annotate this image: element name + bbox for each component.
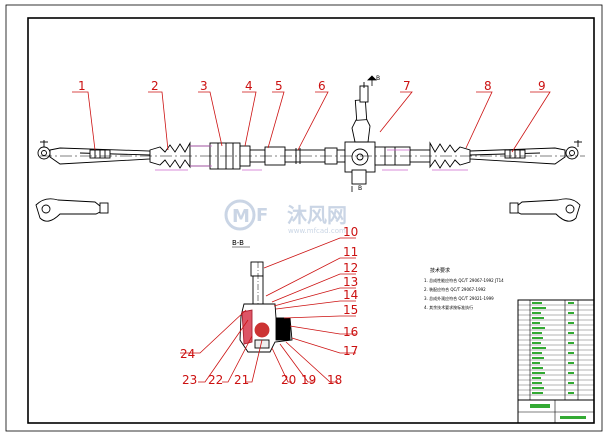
callout-24: 24 [180,347,195,361]
callout-22: 22 [208,373,223,387]
callout-20: 20 [281,373,296,387]
drawing-frame [27,17,595,424]
technical-notes: 技术要求 1. 总成性能应符合 QC/T 29067-1992 JT14 2. … [424,267,504,310]
callout-10: 10 [343,225,358,239]
parts-list-table [517,299,595,424]
steering-rack-assembly [37,82,585,185]
boot-highlights [155,145,468,171]
callout-19: 19 [301,373,316,387]
callout-21: 21 [234,373,249,387]
watermark-url: www.mfcad.com [288,227,346,235]
callout-16: 16 [343,325,358,339]
section-label: B-B [232,239,244,247]
parts-list-entries [530,302,586,419]
note-4: 4. 其余技术要求按标准执行 [424,304,473,310]
arrow-label-bottom: B [358,185,362,192]
callout-23: 23 [182,373,197,387]
right-tie-rod-end-view [509,198,581,222]
note-2: 2. 装配应符合 QC/T 29067-1992 [424,286,486,292]
note-3: 3. 总成外观应符合 QC/T 29021-1999 [424,295,494,301]
svg-text:F: F [256,205,268,226]
notes-heading: 技术要求 [430,267,450,274]
callout-14: 14 [343,288,358,302]
callout-7: 7 [403,79,411,93]
callout-3: 3 [200,79,208,93]
outer-border [5,4,603,432]
callout-9: 9 [538,79,546,93]
callout-5: 5 [275,79,283,93]
callout-6: 6 [318,79,326,93]
callouts-section: 10 11 12 13 14 15 16 17 18 19 20 21 22 2… [180,225,358,387]
note-1: 1. 总成性能应符合 QC/T 29067-1992 JT14 [424,277,504,283]
leader-lines [72,91,551,383]
callout-2: 2 [151,79,159,93]
left-tie-rod-end-view [35,198,109,222]
callout-13: 13 [343,275,358,289]
watermark-cn: 沐风网 [287,203,347,227]
callout-1: 1 [78,79,86,93]
callouts-top: 1 2 3 4 5 6 7 8 9 [78,79,546,93]
callout-15: 15 [343,303,358,317]
callout-12: 12 [343,261,358,275]
callout-17: 17 [343,344,358,358]
section-arrow-marks [351,75,377,192]
callout-4: 4 [245,79,253,93]
parts-list-rows [518,304,594,396]
arrow-label-top: B [376,75,380,82]
svg-text:M: M [232,206,250,227]
callout-11: 11 [343,245,358,259]
callout-8: 8 [484,79,492,93]
callout-18: 18 [327,373,342,387]
pinion-section-view [239,261,293,353]
watermark: M F 沐风网 www.mfcad.com [224,199,347,235]
